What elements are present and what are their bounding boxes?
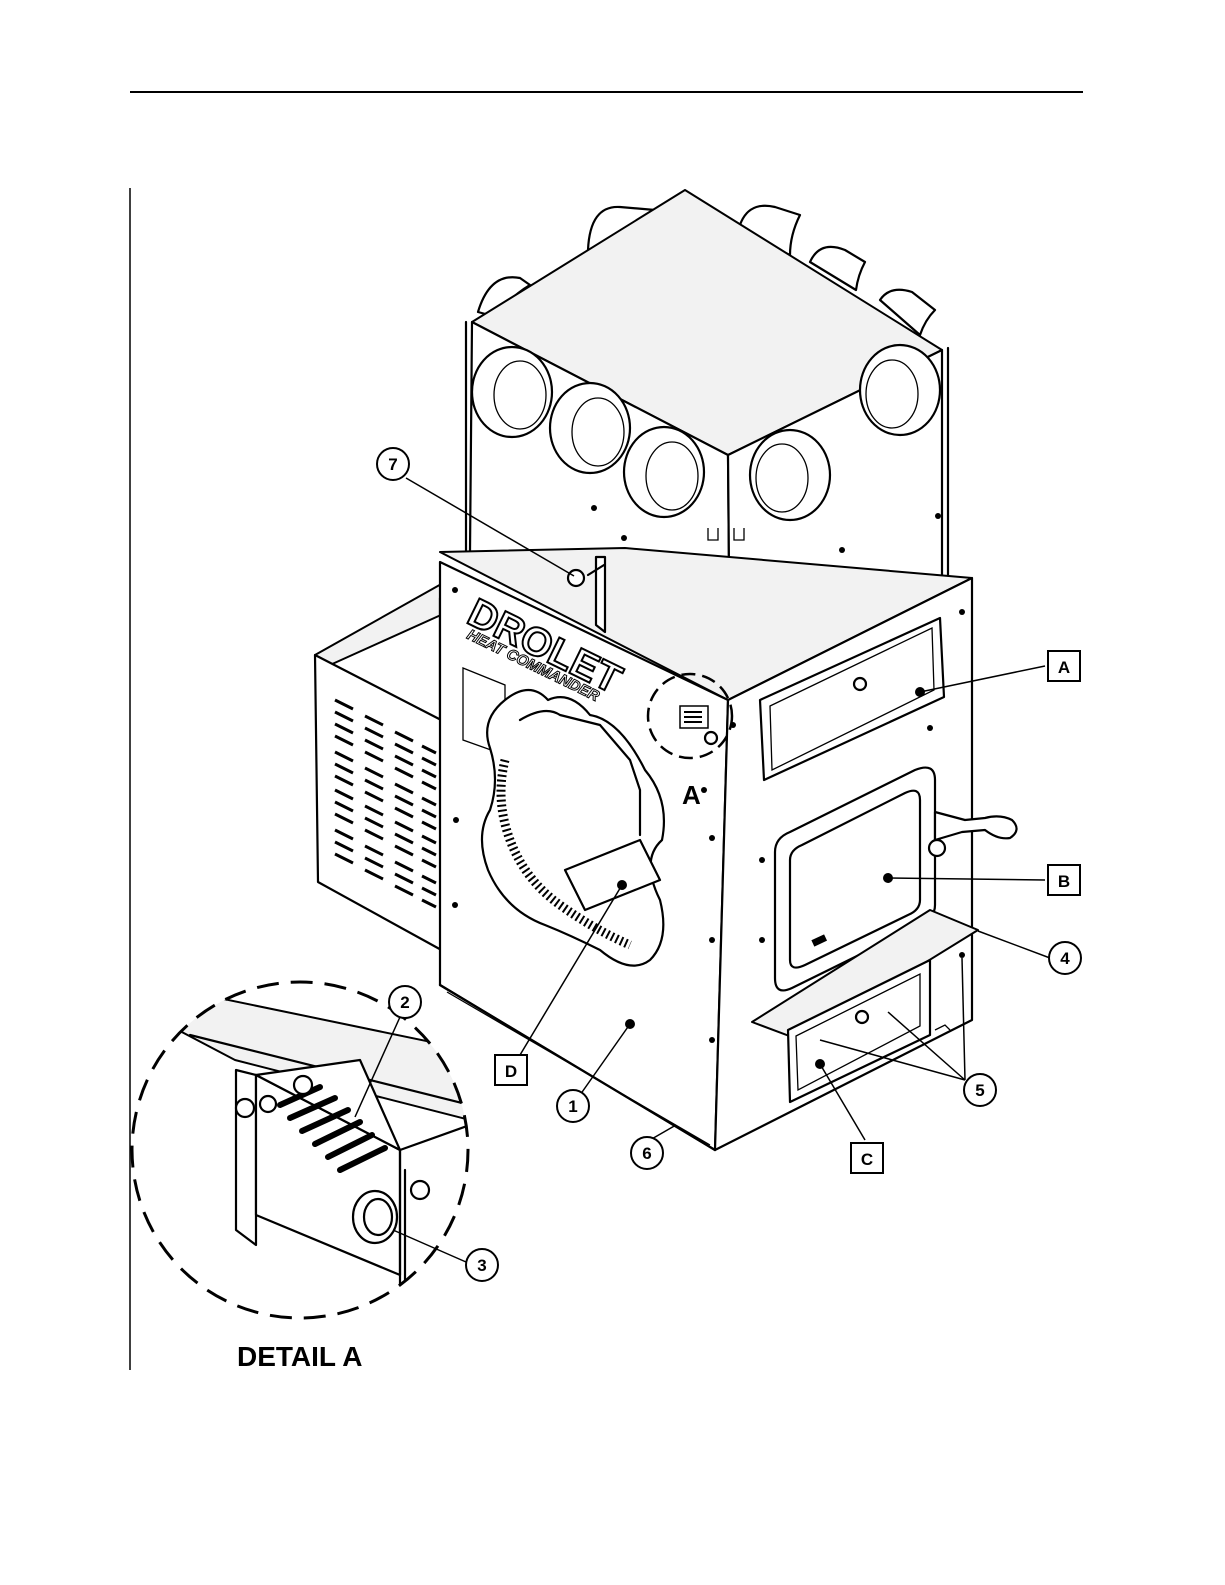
- callout-1: 1: [557, 1090, 589, 1122]
- detail-a-view: DETAIL A: [132, 982, 470, 1372]
- svg-text:D: D: [505, 1062, 517, 1081]
- svg-text:B: B: [1058, 872, 1070, 891]
- detail-a-title: DETAIL A: [237, 1341, 362, 1372]
- blower-housing: [315, 578, 452, 952]
- svg-text:C: C: [861, 1150, 873, 1169]
- callout-2: 2: [389, 986, 421, 1018]
- callout-5: 5: [964, 1074, 996, 1106]
- svg-text:2: 2: [400, 993, 409, 1012]
- callout-c: C: [851, 1143, 883, 1173]
- svg-text:3: 3: [477, 1256, 486, 1275]
- svg-text:5: 5: [975, 1081, 984, 1100]
- blower-left-face: [315, 655, 445, 952]
- svg-text:6: 6: [642, 1144, 651, 1163]
- callout-7: 7: [377, 448, 409, 480]
- svg-text:4: 4: [1060, 949, 1070, 968]
- svg-text:1: 1: [568, 1097, 577, 1116]
- callout-3: 3: [466, 1249, 498, 1281]
- svg-text:A: A: [1058, 658, 1070, 677]
- callout-6: 6: [631, 1137, 663, 1169]
- callout-4: 4: [1049, 942, 1081, 974]
- callout-b: B: [1048, 865, 1080, 895]
- callout-a: A: [1048, 651, 1080, 681]
- detail-marker-text: A: [682, 780, 701, 810]
- callout-d: D: [495, 1055, 527, 1085]
- svg-text:7: 7: [388, 455, 397, 474]
